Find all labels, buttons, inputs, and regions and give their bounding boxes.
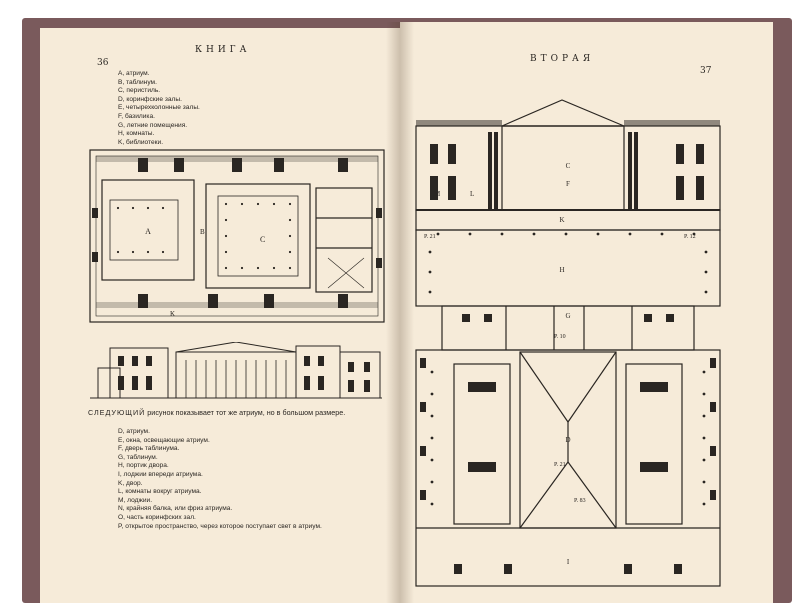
- page-number-left: 36: [97, 58, 109, 68]
- drawing-label-f: F: [566, 180, 570, 188]
- drawing-label-g: G: [565, 312, 570, 320]
- running-head-right: ВТОРАЯ: [530, 54, 595, 64]
- legend-bottom: D, атриум. E, окна, освещающие атриум. F…: [118, 428, 322, 531]
- legend-item: P, открытое пространство, через которое …: [118, 522, 322, 530]
- drawing-label-p5: P. 21: [554, 462, 566, 468]
- drawing-label-l: L: [470, 190, 474, 198]
- caption-lead-word: СЛЕДУЮЩИЙ: [88, 408, 146, 417]
- legend-item: M, лоджии.: [118, 496, 153, 504]
- floor-plan-drawing: A B C K: [89, 149, 385, 323]
- legend-item: N, крайняя балка, или фриз атриума.: [118, 505, 233, 513]
- legend-item: B, таблинум.: [118, 78, 157, 86]
- drawing-label-p2: P. 10: [554, 334, 566, 340]
- drawing-label-p1: P. 21: [424, 234, 436, 240]
- drawing-label-d: D: [565, 436, 570, 444]
- plan-label-k: K: [170, 310, 175, 318]
- legend-item: O, часть коринфских зал.: [118, 513, 196, 521]
- legend-item: K, двор.: [118, 479, 143, 487]
- legend-item: G, летние помещения.: [118, 121, 188, 129]
- right-page: ВТОРАЯ 37: [400, 22, 773, 603]
- legend-top: A, атриум. B, таблинум. C, перистиль. D,…: [118, 70, 200, 147]
- legend-item: H, портик двора.: [118, 462, 169, 470]
- legend-item: D, атриум.: [118, 428, 150, 435]
- legend-item: G, таблинум.: [118, 453, 158, 461]
- plan-label-c: C: [260, 235, 265, 244]
- plan-label-a: A: [145, 227, 151, 236]
- legend-item: L, комнаты вокруг атриума.: [118, 488, 202, 496]
- legend-item: I, лоджии впереди атриума.: [118, 470, 203, 478]
- caption-paragraph: СЛЕДУЮЩИЙ рисунок показывает тот же атри…: [88, 408, 388, 417]
- atrium-drawing: K H M L F C G D I P. 21 P. 10 P. 83 P. 1…: [415, 99, 721, 587]
- drawing-label-m: M: [434, 190, 441, 198]
- legend-item: E, четырехколонные залы.: [118, 104, 200, 112]
- legend-item: K, библиотеки.: [118, 138, 164, 146]
- legend-item: D, коринфские залы.: [118, 95, 182, 103]
- drawing-label-p4: P. 12: [684, 234, 696, 240]
- elevation-drawing: [90, 342, 382, 399]
- drawing-label-c: C: [566, 162, 571, 170]
- legend-item: E, окна, освещающие атриум.: [118, 436, 210, 444]
- drawing-label-h: H: [559, 266, 564, 274]
- drawing-label-i: I: [567, 558, 570, 566]
- drawing-label-p3: P. 83: [574, 498, 586, 504]
- legend-item: H, комнаты.: [118, 130, 155, 138]
- running-head-left: КНИГА: [195, 45, 251, 55]
- legend-item: F, базилика.: [118, 112, 155, 120]
- legend-item: F, дверь таблинума.: [118, 445, 180, 453]
- drawing-label-k: K: [559, 216, 564, 224]
- legend-item: A, атриум.: [118, 70, 150, 77]
- plan-label-b: B: [200, 228, 205, 236]
- left-page: 36 КНИГА A, атриум. B, таблинум. C, пери…: [40, 28, 401, 603]
- legend-item: C, перистиль.: [118, 87, 161, 95]
- caption-text: рисунок показывает тот же атриум, но в б…: [145, 408, 346, 417]
- page-number-right: 37: [700, 66, 712, 76]
